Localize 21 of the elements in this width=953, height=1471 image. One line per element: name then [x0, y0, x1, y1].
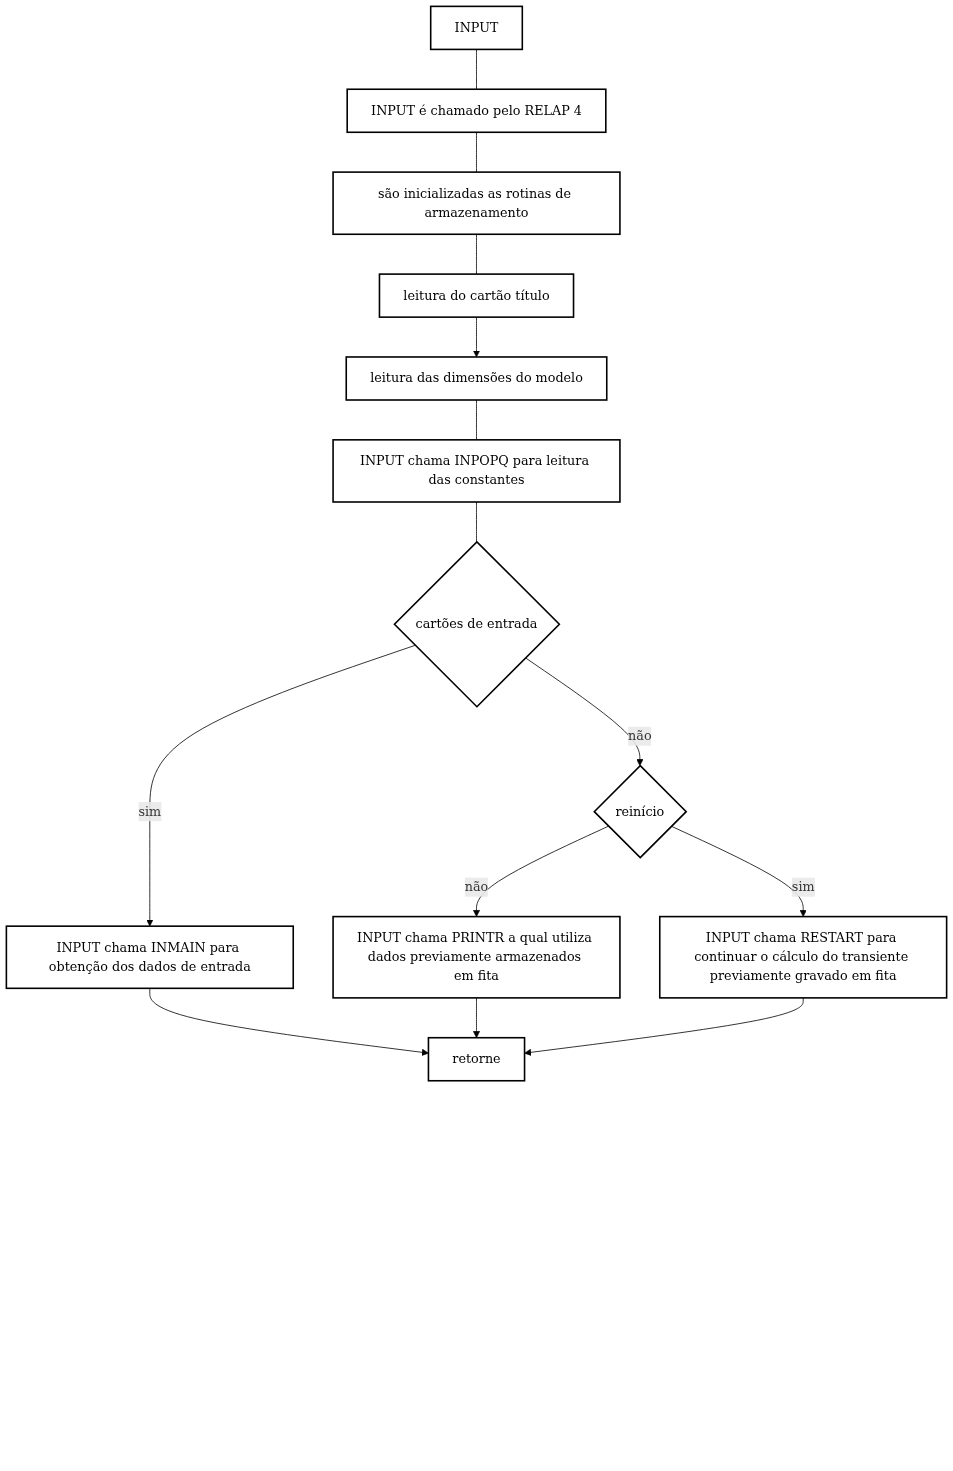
edge-label: não — [464, 879, 489, 895]
edge-label: sim — [791, 879, 815, 895]
edge-label: não — [628, 728, 652, 744]
node-box: INPUT chama RESTART para continuar o cálculo do transiente previamente gravado em fita — [658, 915, 948, 999]
node-box: são inicializadas as rotinas de armazenamento — [332, 171, 621, 236]
connector — [476, 501, 477, 543]
node-box: INPUT — [429, 5, 524, 51]
connector — [476, 49, 477, 90]
connector — [476, 233, 477, 275]
edge-label: sim — [138, 803, 162, 819]
connector — [476, 399, 477, 441]
node-box: INPUT chama INMAIN para obtenção dos dados de entrada — [5, 925, 295, 990]
node-box: INPUT é chamado pelo RELAP 4 — [346, 88, 607, 134]
node-diamond: reinício — [593, 764, 688, 859]
node-box: retorne — [427, 1036, 526, 1082]
node-box: INPUT chama INPOPQ para leitura das constantes — [332, 439, 621, 503]
node-box: leitura das dimensões do modelo — [345, 356, 608, 401]
node-diamond: cartões de entrada — [393, 540, 561, 708]
node-box: leitura do cartão título — [378, 273, 575, 318]
connector — [476, 131, 477, 173]
node-box: INPUT chama PRINTR a qual utiliza dados previamente armazenados em fita — [332, 915, 621, 999]
